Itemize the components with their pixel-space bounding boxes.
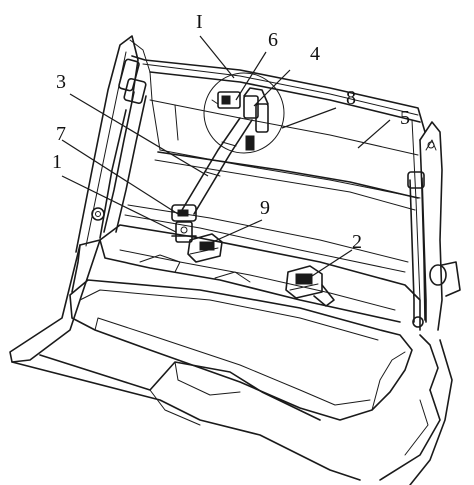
label-2: 2 — [352, 231, 362, 253]
leader-lines — [61, 35, 391, 277]
seat-cushion-tub — [69, 244, 439, 421]
label-6: 6 — [268, 29, 278, 51]
label-I: I — [196, 11, 203, 33]
label-1: 1 — [52, 151, 62, 173]
right-buckle — [285, 265, 335, 307]
vehicle-floor — [9, 239, 453, 485]
label-9: 9 — [260, 197, 270, 219]
label-5: 5 — [400, 107, 410, 129]
label-3: 3 — [56, 71, 66, 93]
center-buckle — [187, 233, 223, 263]
reference-labels: I 6 4 8 5 3 7 1 9 2 — [52, 11, 410, 253]
label-7: 7 — [56, 123, 66, 145]
center-retractor-assembly — [203, 72, 285, 154]
detail-circle-I — [203, 72, 285, 154]
right-belt-webbing — [407, 171, 427, 323]
label-4: 4 — [310, 43, 320, 65]
left-belt-webbing — [103, 77, 147, 233]
label-8: 8 — [346, 87, 356, 109]
left-buckle-assembly — [171, 204, 197, 243]
left-side-post — [75, 35, 151, 253]
center-belt-webbing — [181, 117, 253, 215]
